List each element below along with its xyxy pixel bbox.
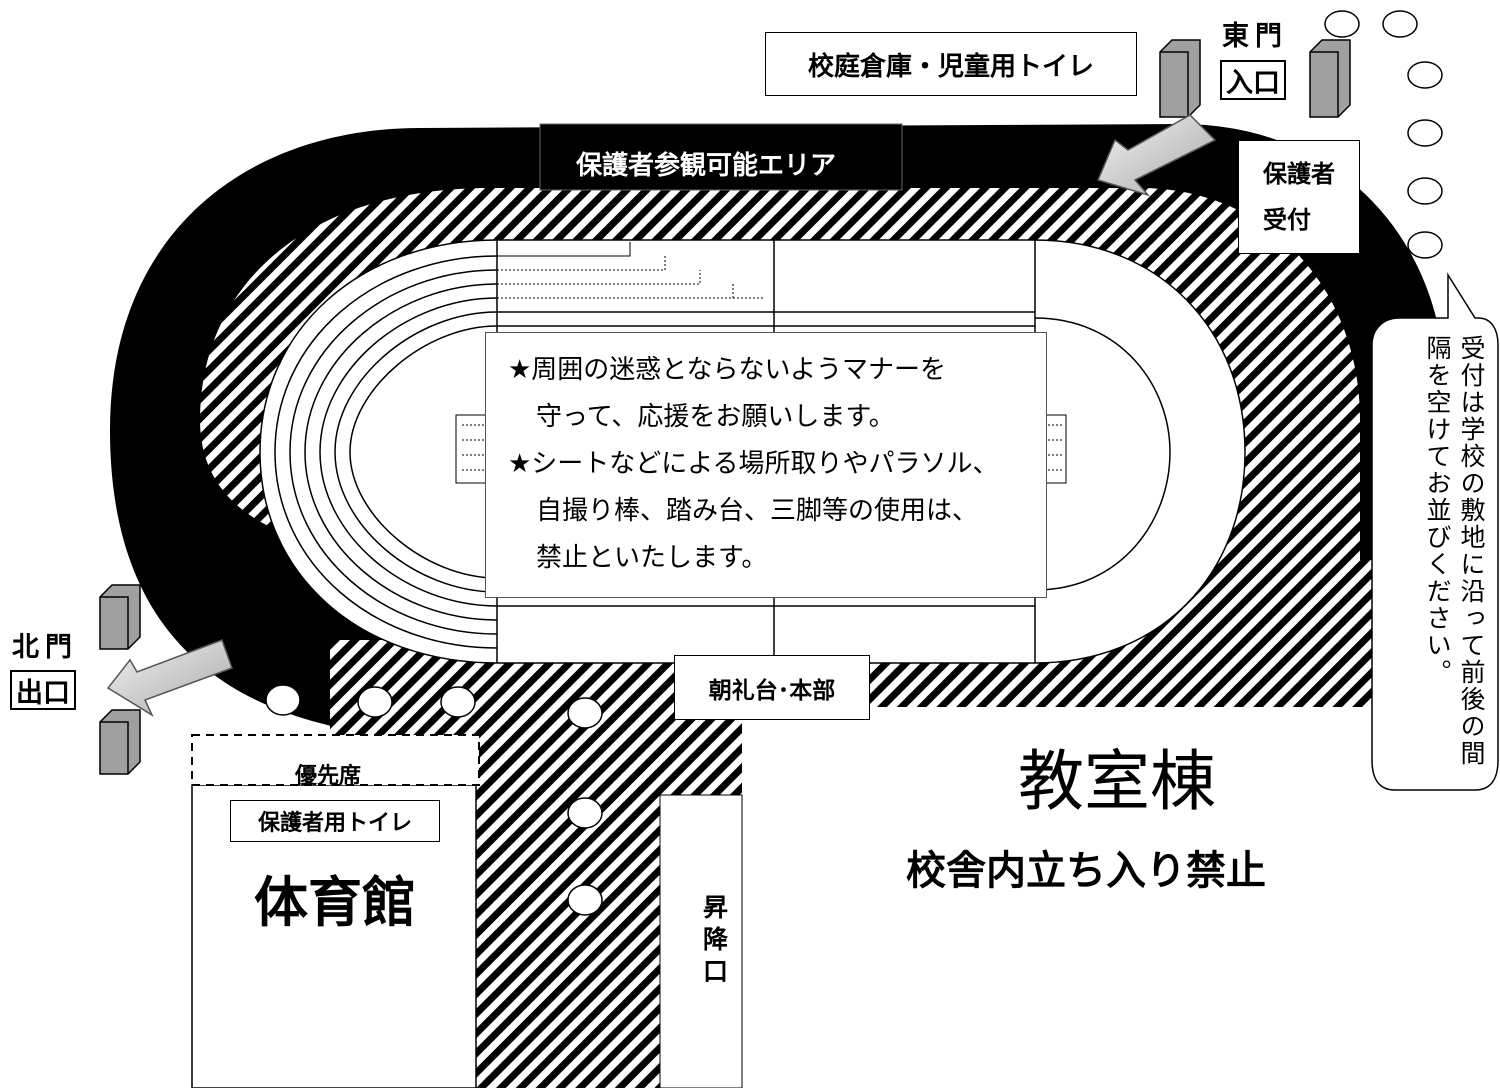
queue-note-text: 受付は学校の敷地に沿って前後の間隔を空けてお並びください。 [1423, 335, 1486, 767]
exit-label: 出口 [16, 677, 70, 709]
start-lines [497, 242, 765, 299]
podium-label: 朝礼台･本部 [708, 677, 836, 704]
exit-arrow [106, 639, 233, 717]
viewing-area-label: 保護者参観可能エリア [576, 151, 837, 181]
notice-line: ★シートなどによる場所取りやパラソル、 [508, 449, 999, 479]
queue-markers [265, 10, 1443, 916]
gymnasium-label: 体育館 [254, 871, 416, 934]
manners-notice: ★周囲の迷惑とならないようマナーを 守って、応援をお願いします。 ★シートなどに… [485, 332, 1047, 598]
notice-line: 守って、応援をお願いします。 [536, 402, 895, 432]
notice-line: ★周囲の迷惑とならないようマナーを [508, 355, 947, 385]
stairs-strip [659, 794, 743, 1088]
priority-seats-area [191, 734, 480, 786]
priority-seats-label: 優先席 [295, 764, 362, 789]
entrance-label: 入口 [1226, 67, 1280, 99]
storage-toilet-box: 校庭倉庫・児童用トイレ [765, 32, 1137, 96]
stairs-entrance-label: 昇 降 口 [703, 893, 729, 986]
notice-line: 自撮り棒、踏み台、三脚等の使用は、 [536, 496, 979, 526]
track-lanes [274, 255, 1171, 649]
east-gate-label: 東門 [1222, 21, 1288, 52]
podium-box: 朝礼台･本部 [674, 655, 870, 720]
parent-reception-box: 保護者 受付 [1238, 140, 1360, 254]
no-entry-label: 校舎内立ち入り禁止 [906, 848, 1266, 894]
parent-toilet-label: 保護者用トイレ [257, 811, 412, 836]
notice-line: 禁止といたします。 [536, 543, 768, 573]
goal-left [455, 414, 487, 484]
north-gate-pillars [99, 584, 141, 775]
parent-toilet-box: 保護者用トイレ [230, 800, 440, 842]
queue-note-bubble [1371, 272, 1499, 791]
classroom-building-label: 教室棟 [1018, 743, 1216, 820]
viewing-area-strip [539, 123, 903, 191]
exit-box: 出口 [10, 670, 76, 710]
north-gate-label: 北門 [12, 632, 78, 663]
storage-toilet-label: 校庭倉庫・児童用トイレ [807, 51, 1094, 82]
parent-reception-label: 保護者 受付 [1263, 160, 1335, 234]
entrance-arrow [1096, 114, 1217, 197]
east-gate-pillars [1159, 39, 1351, 118]
goal-right [1045, 414, 1067, 484]
entrance-box: 入口 [1220, 60, 1286, 100]
classroom-area [742, 707, 1362, 1088]
